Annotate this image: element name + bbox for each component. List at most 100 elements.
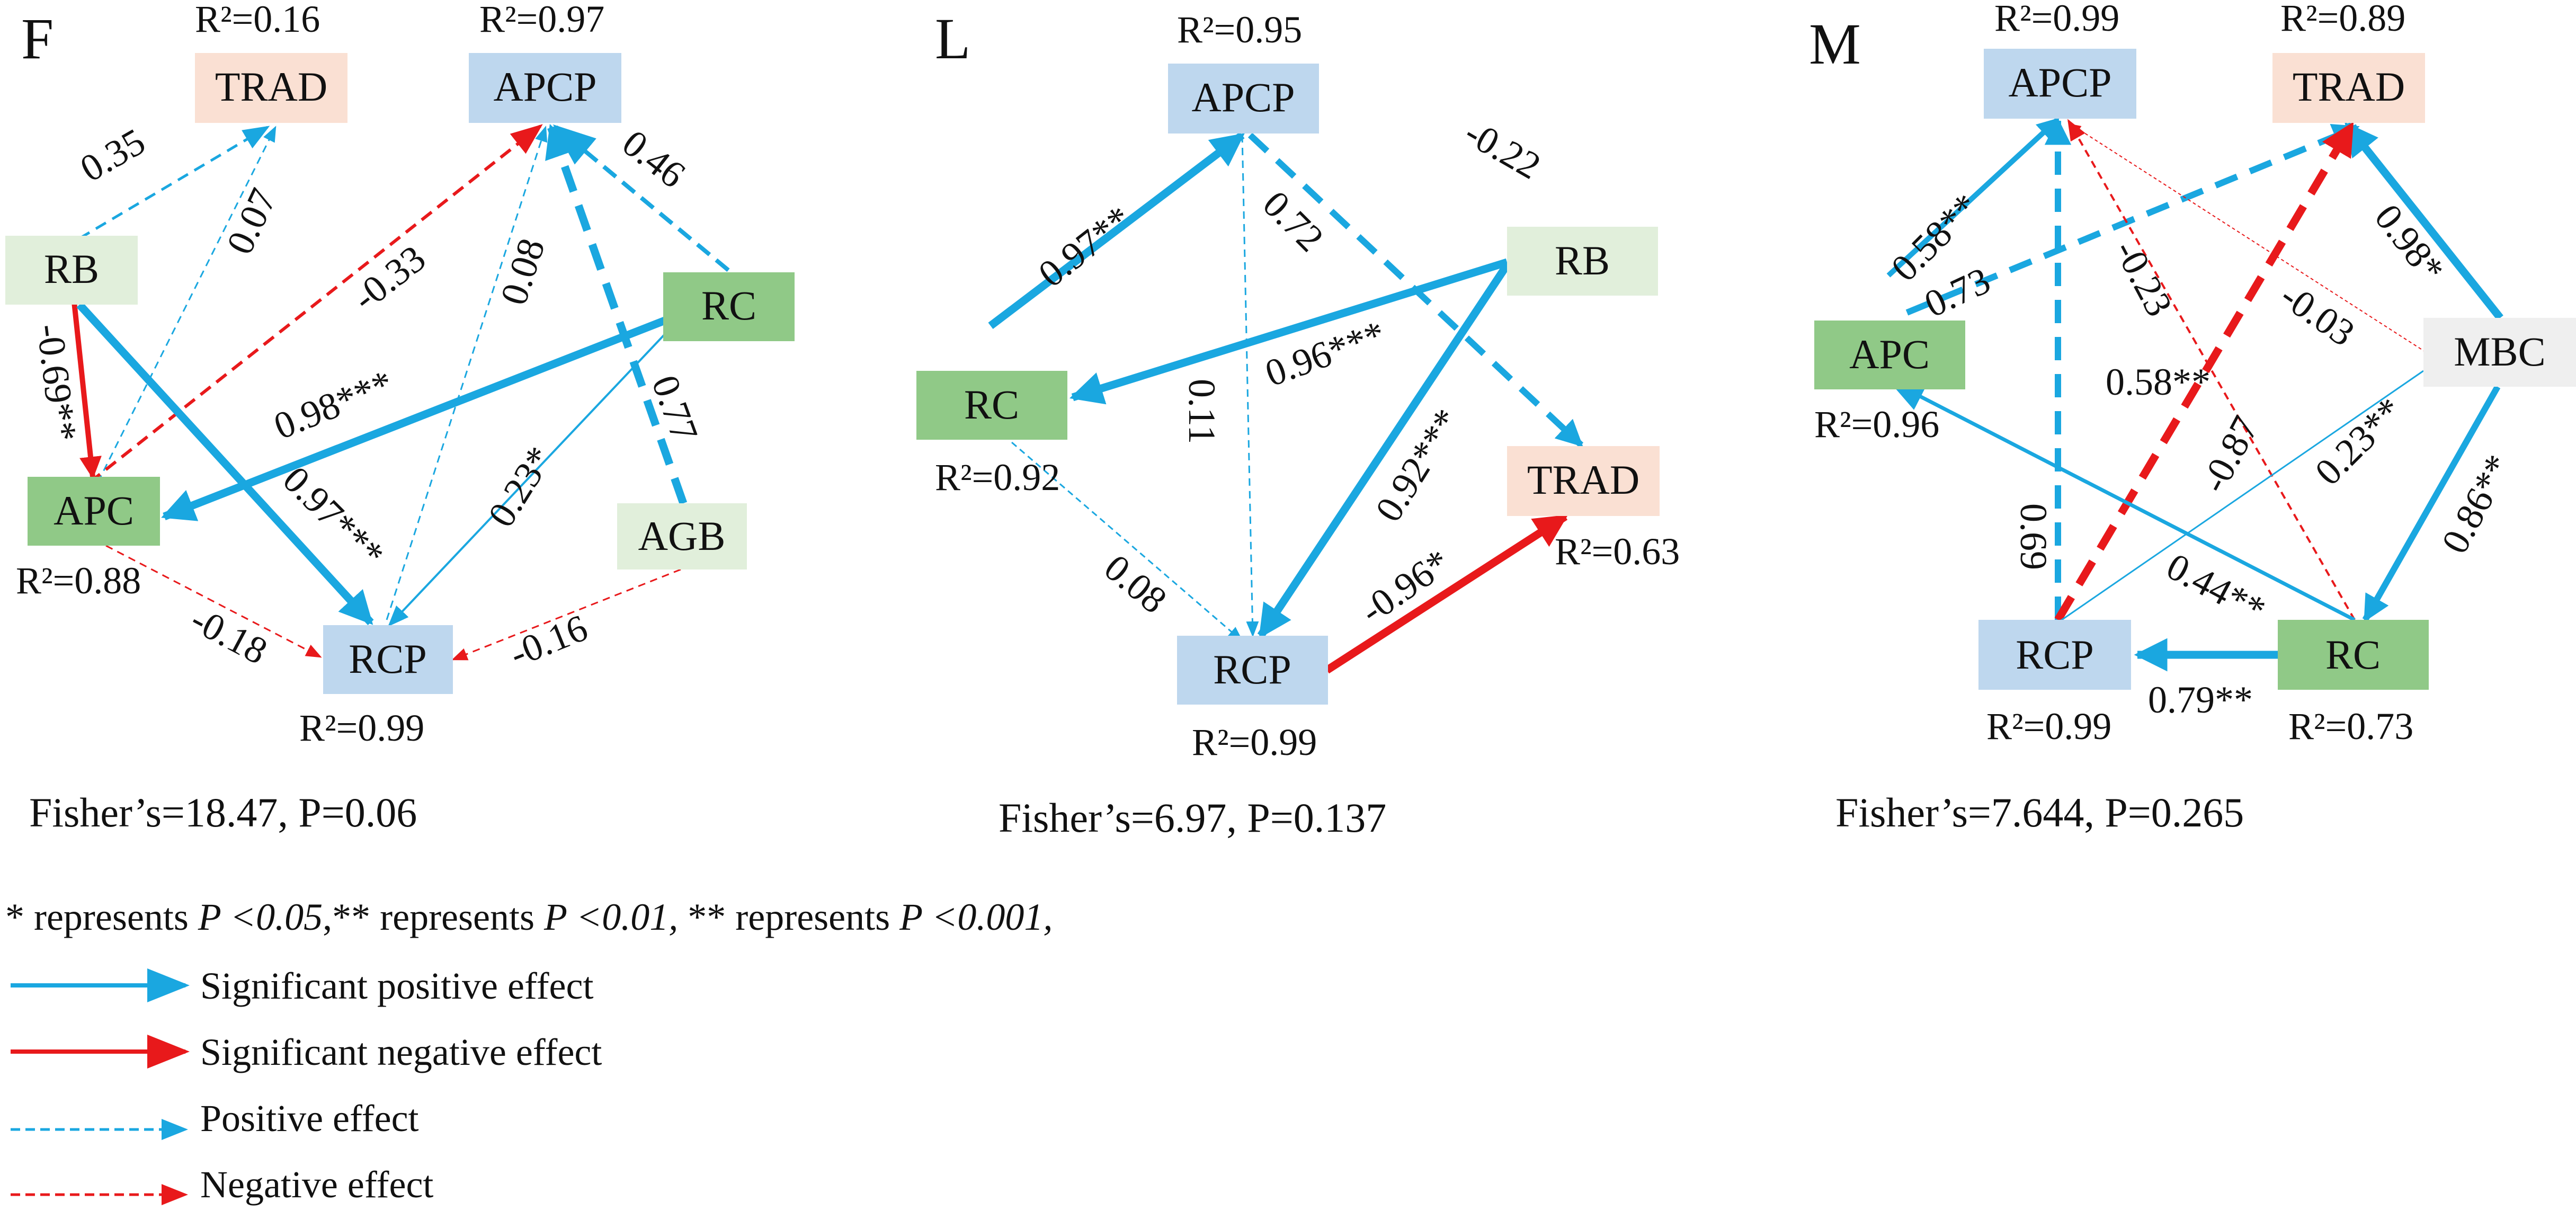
edge-rc-rcp: [388, 325, 674, 627]
node-rcp: RCP: [1978, 620, 2131, 690]
svg-text:RB: RB: [1555, 237, 1610, 283]
svg-text:RCP: RCP: [1213, 646, 1291, 692]
edge-apc-apcp: [1886, 117, 2060, 278]
edge-rcp-apcp: [386, 126, 548, 620]
edge-rc-apcp: [2067, 119, 2356, 620]
node-trad: TRAD: [2272, 53, 2425, 123]
coef-rb-rcp: 0.97***: [275, 458, 393, 576]
coef-rb-rcp: 0.92***: [1367, 402, 1469, 529]
svg-text:APC: APC: [54, 487, 134, 533]
node-rcp: RCP: [323, 625, 453, 694]
coef-apcp-trad: 0.72: [1255, 183, 1332, 260]
svg-text:APC: APC: [1849, 331, 1930, 377]
edge-rb-trad: [78, 126, 270, 240]
coef-rc-rcp: 0.08: [1097, 546, 1175, 621]
fisher-statistic: Fisher’s=6.97, P=0.137: [999, 795, 1386, 841]
edge-rb-rcp: [76, 301, 374, 626]
edge-apc-trad: [1905, 123, 2360, 316]
coef-rcp-apcp: 0.08: [492, 233, 553, 310]
r2-trad: R²=0.89: [2280, 0, 2405, 39]
panel-letter: F: [21, 6, 54, 71]
edge-rb-rc: [1069, 258, 1509, 405]
node-mbc: MBC: [2423, 318, 2576, 387]
edges: [1886, 117, 2503, 672]
legend-item-negative: Negative effect: [11, 1163, 433, 1206]
edges: [988, 132, 1584, 674]
coef-rb-rc: 0.96***: [1260, 313, 1390, 395]
node-rc: RC: [916, 371, 1067, 440]
svg-text:RC: RC: [701, 282, 756, 328]
edge-mbc-rc: [2362, 385, 2501, 622]
edge-mbc-apcp: [2070, 123, 2427, 353]
svg-text:TRAD: TRAD: [1527, 457, 1639, 503]
edge-rc-apcp: [988, 132, 1245, 329]
r2-trad: R²=0.63: [1555, 530, 1680, 573]
node-apc: APC: [28, 477, 160, 546]
svg-text:RC: RC: [964, 381, 1019, 428]
edge-mbc-trad: [2343, 122, 2503, 321]
node-apcp: APCP: [469, 53, 621, 123]
legend: Significant positive effect Significant …: [11, 965, 602, 1206]
coef-rcp-apcp: 0.69: [2012, 503, 2055, 570]
node-agb: AGB: [617, 503, 747, 570]
r2-rc: R²=0.92: [935, 456, 1060, 499]
r2-apc: R²=0.96: [1814, 403, 1939, 446]
svg-text:AGB: AGB: [638, 513, 726, 559]
edge-mbc-rcp: [2057, 370, 2424, 624]
coef-rc-apc: 0.44**: [2160, 545, 2272, 631]
svg-text:Significant negative effect: Significant negative effect: [200, 1031, 602, 1073]
r2-rcp: R²=0.99: [1192, 721, 1317, 763]
coef-apc-rcp: -0.18: [184, 598, 274, 672]
node-trad: TRAD: [195, 53, 347, 123]
svg-text:APCP: APCP: [1191, 74, 1295, 120]
coef-rc-apcp: -0.23: [2106, 233, 2181, 323]
fisher-statistic: Fisher’s=7.644, P=0.265: [1835, 789, 2244, 835]
panel-m: M APCP TRAD APC MBC: [1809, 0, 2576, 835]
svg-text:Negative effect: Negative effect: [200, 1163, 433, 1206]
edge-apc-apcp: [89, 124, 543, 484]
node-apc: APC: [1814, 321, 1965, 389]
svg-text:Significant positive effect: Significant positive effect: [200, 965, 593, 1007]
svg-text:RCP: RCP: [349, 636, 426, 682]
node-rb: RB: [5, 236, 138, 305]
node-rcp: RCP: [1177, 636, 1328, 705]
svg-text:RB: RB: [44, 246, 99, 292]
coef-apc-apcp: -0.33: [345, 237, 433, 319]
coef-rb-trad: 0.35: [73, 120, 152, 190]
r2-apcp: R²=0.97: [479, 0, 604, 40]
coef-rc-apcp: 0.97**: [1031, 198, 1139, 296]
svg-text:MBC: MBC: [2454, 328, 2545, 375]
node-trad: TRAD: [1507, 446, 1660, 516]
edge-rb-apc: [72, 301, 102, 479]
coef-rc-rcp: 0.79**: [2148, 679, 2253, 721]
r2-rcp: R²=0.99: [299, 707, 424, 749]
significance-note: * represents P <0.05,** represents P <0.…: [5, 896, 1053, 938]
node-rb: RB: [1507, 227, 1658, 296]
edges: [72, 124, 730, 661]
svg-text:APCP: APCP: [493, 64, 596, 110]
legend-item-significant-negative: Significant negative effect: [11, 1031, 602, 1073]
panel-f: F TRAD APCP RB: [5, 0, 795, 835]
edge-rcp-trad: [1324, 513, 1568, 674]
svg-text:APCP: APCP: [2008, 59, 2111, 105]
legend-item-significant-positive: Significant positive effect: [11, 965, 593, 1007]
svg-text:TRAD: TRAD: [2293, 64, 2405, 110]
node-rc: RC: [2278, 620, 2429, 690]
edge-apcp-rcp: [1241, 135, 1259, 637]
svg-text:Positive effect: Positive effect: [200, 1097, 419, 1140]
coef-mbc-apcp: -0.03: [2273, 274, 2363, 355]
panel-l: L APCP RB RC TRAD RCP: [916, 6, 1680, 841]
edge-apc-trad: [97, 126, 277, 483]
edge-agb-rcp: [451, 568, 681, 661]
svg-text:RCP: RCP: [2016, 631, 2093, 678]
panel-letter: L: [935, 6, 970, 71]
coef-agb-apcp: 0.77: [644, 370, 706, 447]
node-apcp: APCP: [1984, 49, 2136, 119]
r2-apcp: R²=0.99: [1994, 0, 2119, 39]
coef-apc-trad: 0.07: [218, 182, 285, 261]
r2-trad: R²=0.16: [195, 0, 320, 40]
coef-mbc-rc: 0.86**: [2433, 448, 2520, 560]
edge-rc-apc: [1887, 379, 2356, 622]
edge-rc-apc: [161, 317, 666, 521]
